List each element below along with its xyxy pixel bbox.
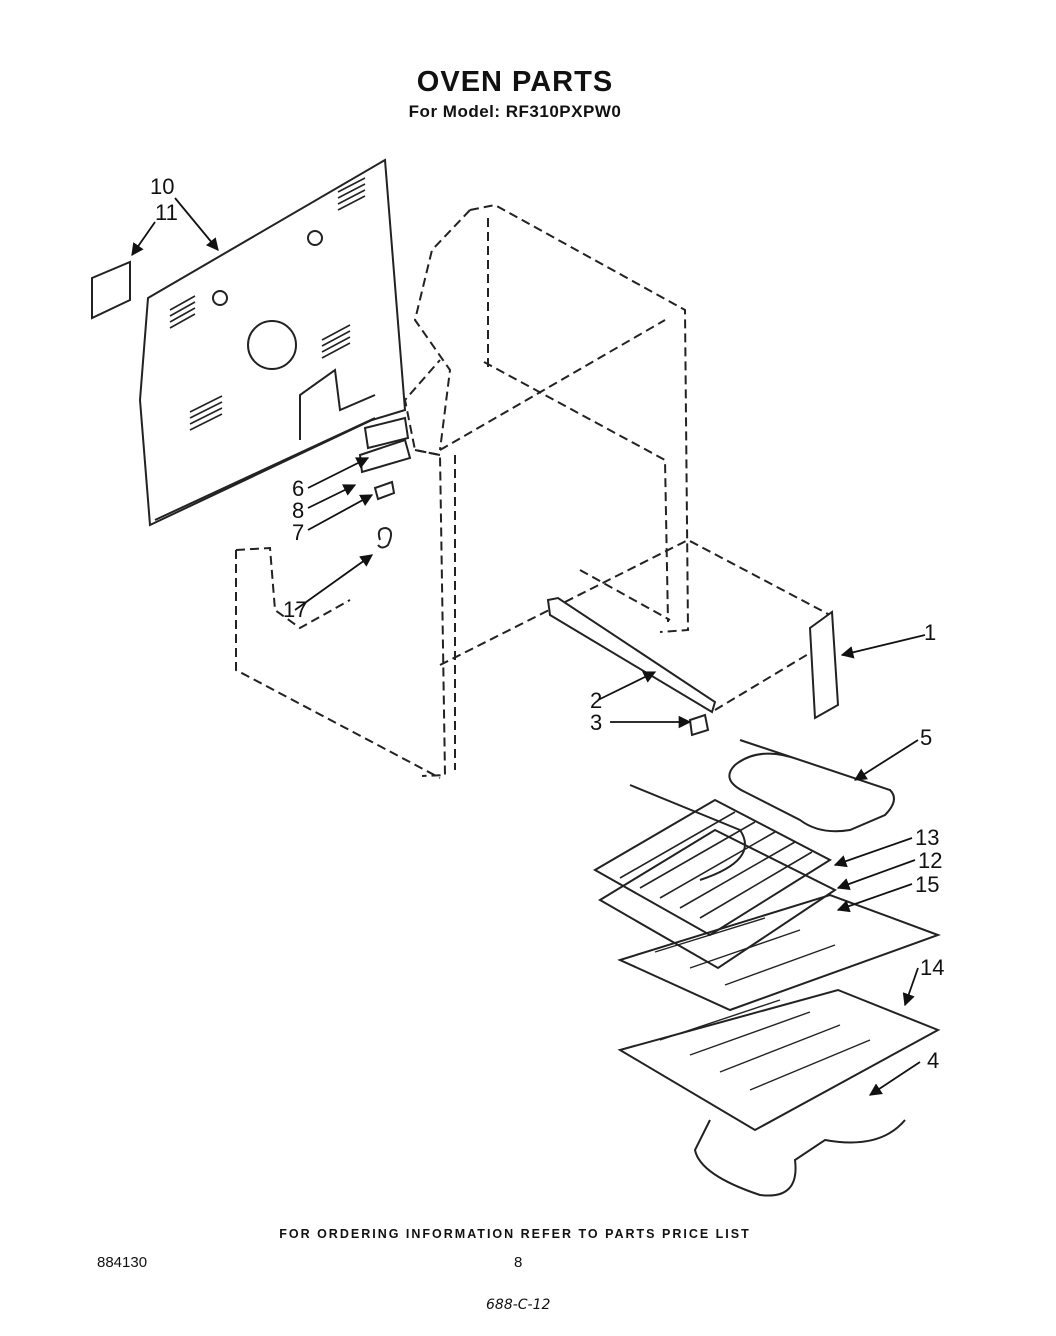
page-number: 8 xyxy=(514,1254,523,1271)
oven-racks xyxy=(617,893,941,1197)
handwritten-code: 688-C-12 xyxy=(486,1297,551,1313)
callout-4: 4 xyxy=(927,1048,939,1073)
callout-5: 5 xyxy=(920,725,932,750)
document-number: 884130 xyxy=(97,1254,148,1271)
callout-arrows xyxy=(131,197,926,1096)
page-title: OVEN PARTS xyxy=(416,66,614,98)
callout-10: 10 xyxy=(150,174,174,199)
ordering-note: FOR ORDERING INFORMATION REFER TO PARTS … xyxy=(279,1227,751,1241)
side-bracket xyxy=(808,610,840,720)
callout-13: 13 xyxy=(915,825,939,850)
broiler-pan xyxy=(592,798,837,970)
callout-1: 1 xyxy=(924,620,936,645)
callout-2: 2 xyxy=(590,688,602,713)
callout-14: 14 xyxy=(920,955,944,980)
rear-panel xyxy=(138,158,407,527)
cover-plate xyxy=(91,260,131,320)
callout-17: 17 xyxy=(283,597,307,622)
oven-cavity-outline xyxy=(235,203,831,779)
model-subtitle: For Model: RF310PXPW0 xyxy=(408,102,622,121)
small-bracket-parts xyxy=(358,416,412,549)
callout-3: 3 xyxy=(590,710,602,735)
callout-7: 7 xyxy=(292,520,304,545)
callout-6: 6 xyxy=(292,476,304,501)
callout-15: 15 xyxy=(915,872,939,897)
callout-11: 11 xyxy=(155,200,178,225)
callout-12: 12 xyxy=(918,848,942,873)
rack-rail xyxy=(546,596,717,737)
callout-8: 8 xyxy=(292,498,304,523)
